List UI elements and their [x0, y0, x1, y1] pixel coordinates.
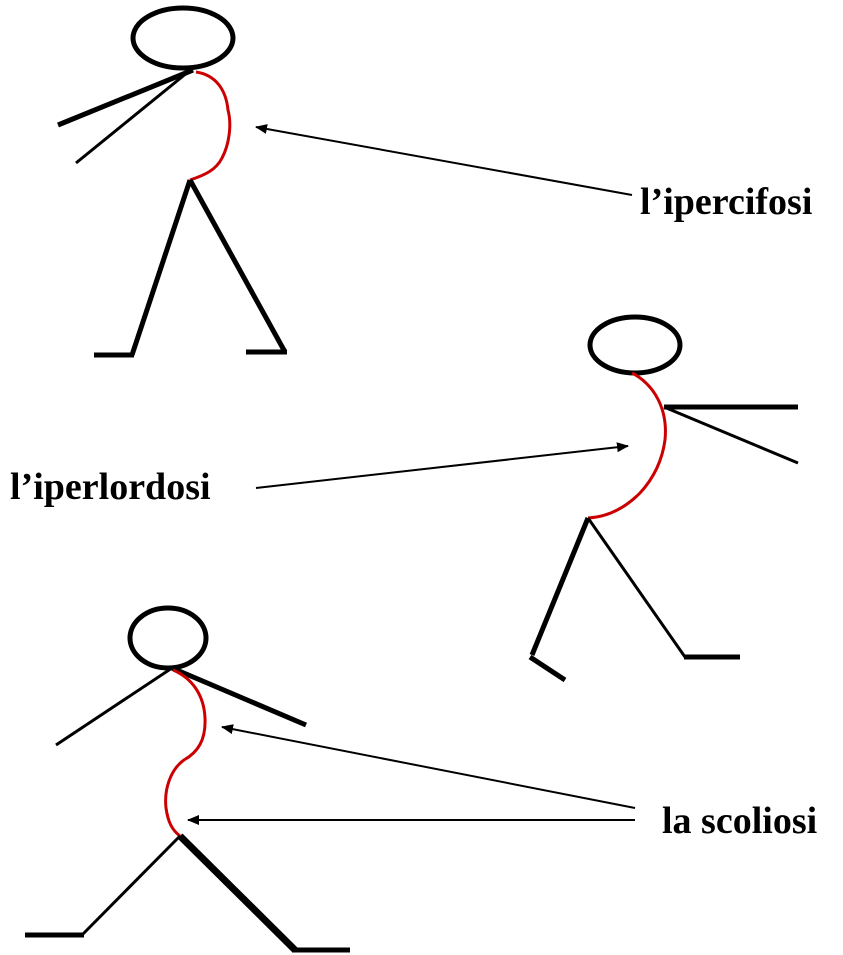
figure-scoliosi-leg-left	[80, 834, 182, 937]
figure-scoliosi-head	[127, 605, 209, 671]
figure-iperlordosi-spine	[587, 371, 667, 520]
label-scoliosi: la scoliosi	[662, 800, 818, 842]
arrow-ipercifosi	[255, 124, 633, 196]
figure-iperlordosi-leg-right	[586, 517, 687, 658]
figure-ipercifosi-leg-left	[129, 179, 193, 356]
figure-ipercifosi-arm-upper	[57, 67, 194, 128]
figure-iperlordosi-arm-lower	[663, 405, 799, 465]
figure-ipercifosi-arm-lower	[75, 70, 189, 165]
arrow-scoliosi-upper	[221, 724, 636, 809]
figure-ipercifosi	[57, 5, 288, 358]
label-ipercifosi: l’ipercifosi	[640, 181, 813, 223]
figure-scoliosi-arm-right	[171, 665, 307, 728]
figure-iperlordosi	[528, 314, 799, 683]
figure-ipercifosi-spine	[189, 70, 232, 182]
arrow-iperlordosi	[255, 442, 629, 489]
label-iperlordosi: l’iperlordosi	[10, 466, 211, 508]
figure-scoliosi-spine	[164, 668, 207, 838]
figure-iperlordosi-head	[587, 314, 683, 376]
figure-scoliosi-arm-left	[55, 666, 173, 747]
figure-ipercifosi-head	[130, 5, 236, 71]
figure-scoliosi-leg-right	[177, 833, 298, 953]
figure-ipercifosi-leg-right	[187, 178, 288, 354]
figure-iperlordosi-foot-left	[528, 654, 567, 683]
figure-iperlordosi-leg-left	[529, 517, 591, 656]
figure-scoliosi	[25, 605, 350, 953]
